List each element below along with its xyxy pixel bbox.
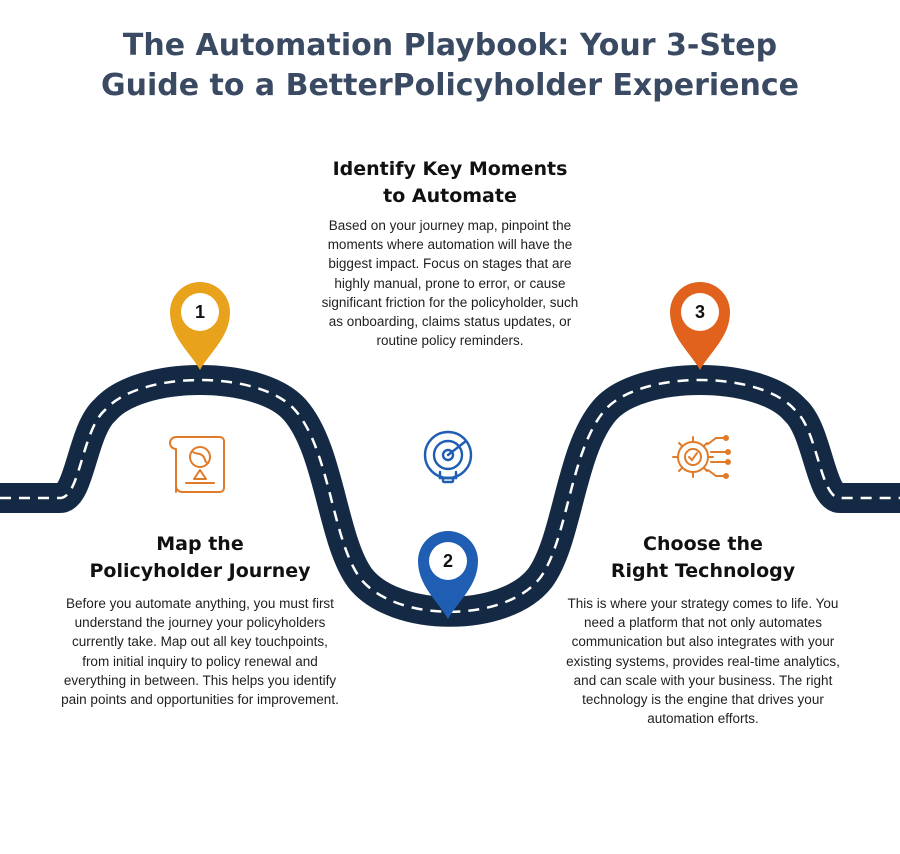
step-3-body: This is where your strategy comes to lif… (566, 596, 840, 727)
step-1-marker: 1 (170, 282, 230, 370)
step-3-number: 3 (695, 302, 705, 322)
step-3-marker: 3 (670, 282, 730, 370)
step-1-heading-line-1: Map the (156, 533, 244, 555)
step-1-body: Before you automate anything, you must f… (61, 596, 339, 708)
stray-number-mark: 3 (575, 427, 584, 444)
step-2-marker: 2 (418, 531, 478, 619)
step-2-number: 2 (443, 551, 453, 571)
title-line-2: Guide to a BetterPolicyholder Experience (100, 68, 800, 103)
step-3-heading: Choose the Right Technology (553, 531, 853, 585)
page-title: The Automation Playbook: Your 3-Step Gui… (0, 26, 900, 106)
gear-check-circuit-icon (672, 435, 731, 479)
map-journey-icon (169, 436, 225, 493)
step-1-heading: Map the Policyholder Journey (50, 531, 350, 585)
step-2-body: Based on your journey map, pinpoint the … (321, 218, 579, 349)
step-2-heading-line-1: Identify Key Moments (332, 158, 568, 180)
title-line-1: The Automation Playbook: Your 3-Step (122, 28, 778, 63)
target-search-icon (423, 430, 473, 484)
step-2-heading-line-2: to Automate (383, 185, 517, 207)
step-3-heading-line-1: Choose the (643, 533, 763, 555)
step-3-heading-line-2: Right Technology (610, 560, 796, 582)
step-1-number: 1 (195, 302, 205, 322)
step-2-heading: Identify Key Moments to Automate (300, 156, 600, 210)
step-1-heading-line-2: Policyholder Journey (89, 560, 311, 582)
